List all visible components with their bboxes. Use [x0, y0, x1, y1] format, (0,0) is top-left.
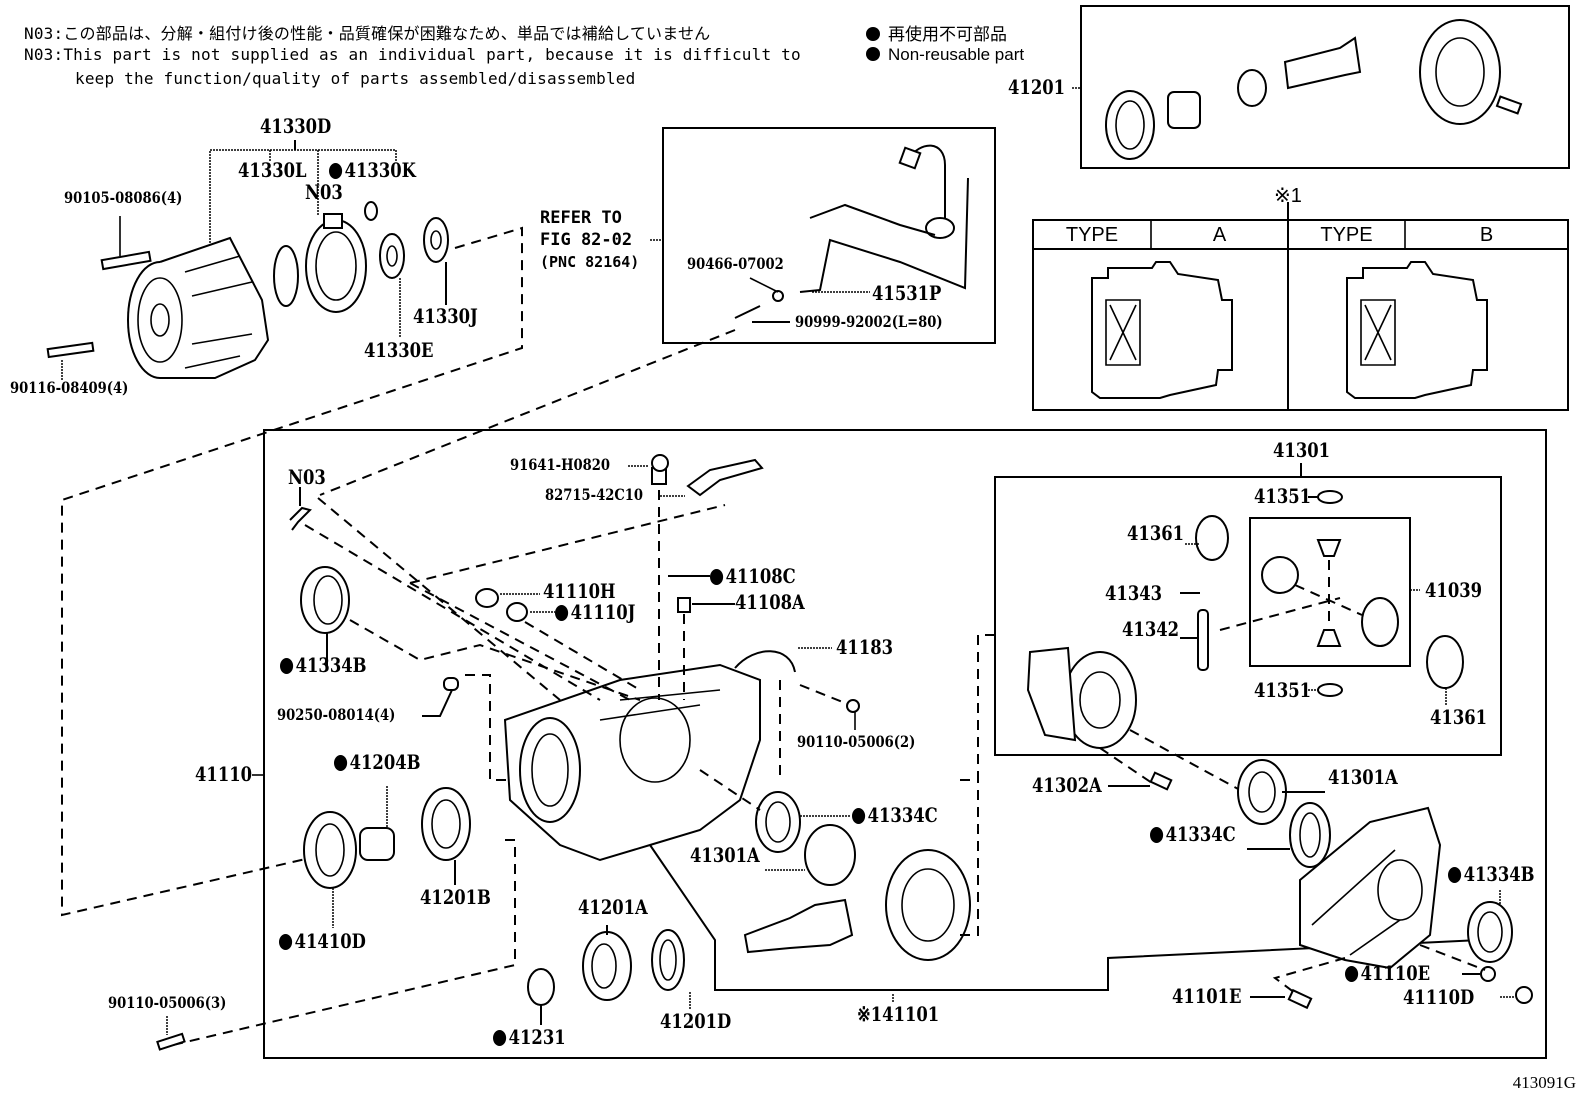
non-reusable-dot-icon — [334, 755, 348, 771]
type-b-header-label: TYPE — [1320, 224, 1373, 246]
extension-housing-drawing — [46, 201, 449, 379]
part-label-41343[interactable]: 41343 — [1105, 581, 1163, 605]
part-label-41110j[interactable]: 41110J — [555, 602, 635, 622]
differential-carrier-housing-drawing — [503, 663, 761, 862]
part-label-90999-92002[interactable]: 90999-92002(L=80) — [795, 312, 943, 331]
part-label-41531p[interactable]: 41531P — [872, 281, 942, 305]
part-label-41110e[interactable]: 41110E — [1345, 963, 1430, 983]
box-41201 — [1080, 5, 1570, 169]
part-label-41108a[interactable]: 41108A — [735, 590, 805, 614]
non-reusable-dot-icon — [329, 163, 343, 179]
type-table-frame — [1032, 219, 1569, 411]
part-label-n03-top[interactable]: N03 — [305, 180, 343, 204]
part-label-41201d[interactable]: 41201D — [660, 1009, 732, 1033]
legend-non-reusable-jp: 再使用不可部品 — [866, 20, 1007, 45]
part-label-41361-bottom[interactable]: 41361 — [1430, 705, 1488, 729]
refer-line1: REFER TO — [540, 208, 622, 228]
type-b-housing-drawing — [1346, 261, 1488, 399]
part-label-41302a[interactable]: 41302A — [1032, 773, 1102, 797]
refer-line3: (PNC 82164) — [540, 253, 640, 271]
part-label-41342[interactable]: 41342 — [1122, 617, 1180, 641]
part-label-41110d[interactable]: 41110D — [1403, 985, 1475, 1009]
type-b-value: B — [1479, 224, 1494, 246]
note-n03-english-line1: N03:This part is not supplied as an indi… — [24, 45, 801, 64]
part-label-41039[interactable]: 41039 — [1425, 578, 1483, 602]
part-label-41231[interactable]: 41231 — [493, 1027, 566, 1047]
part-label-41301[interactable]: 41301 — [1273, 438, 1331, 462]
part-label-41183[interactable]: 41183 — [836, 635, 894, 659]
part-label-91641-h0820[interactable]: 91641-H0820 — [510, 455, 611, 474]
part-label-41410d[interactable]: 41410D — [279, 931, 366, 951]
part-label-41201[interactable]: 41201 — [1008, 75, 1066, 99]
pinion-gears-drawing — [1261, 539, 1399, 647]
part-label-90110-05006-2[interactable]: 90110-05006(2) — [797, 732, 916, 751]
part-label-90110-05006-3[interactable]: 90110-05006(3) — [108, 993, 227, 1012]
box-41039 — [1249, 517, 1411, 667]
non-reusable-dot-icon — [555, 605, 569, 621]
part-label-41201a[interactable]: 41201A — [578, 895, 648, 919]
part-label-41301a-center[interactable]: 41301A — [690, 843, 760, 867]
oil-seal-41334b-left-drawing — [300, 566, 350, 634]
box-breather-hose — [662, 127, 996, 344]
type-table-marker: ※1 — [1274, 185, 1302, 207]
part-label-41108c[interactable]: 41108C — [710, 566, 796, 586]
type-a-header-label: TYPE — [1065, 224, 1119, 246]
part-label-41361-top[interactable]: 41361 — [1127, 521, 1185, 545]
part-label-41351-top[interactable]: 41351 — [1254, 484, 1312, 508]
non-reusable-dot-icon — [852, 808, 866, 824]
part-label-41201b[interactable]: 41201B — [420, 885, 491, 909]
non-reusable-dot-icon — [279, 934, 293, 950]
breather-hose-drawing — [734, 144, 969, 319]
part-label-90466-07002[interactable]: 90466-07002 — [687, 254, 784, 273]
part-label-41101[interactable]: ※141101 — [857, 1002, 940, 1026]
part-label-90116-08409[interactable]: 90116-08409(4) — [10, 378, 129, 397]
legend-non-reusable-en: Non-reusable part — [866, 45, 1024, 65]
non-reusable-dot-icon — [493, 1030, 507, 1046]
non-reusable-dot-icon — [1448, 867, 1462, 883]
non-reusable-dot-icon — [866, 47, 880, 61]
part-label-41330l[interactable]: 41330L — [238, 158, 307, 182]
box-41301 — [994, 476, 1502, 756]
ring-pinion-set-drawing — [1105, 19, 1523, 160]
cover-41183-drawing — [734, 650, 796, 673]
part-label-41330e[interactable]: 41330E — [364, 338, 434, 362]
part-label-41351-bottom[interactable]: 41351 — [1254, 678, 1312, 702]
main-assembly-frame — [263, 429, 1547, 1059]
part-label-n03-main[interactable]: N03 — [288, 465, 326, 489]
n03-pipe-drawing — [289, 506, 312, 531]
figure-id: 413091G — [1512, 1073, 1576, 1092]
legend-jp-text: 再使用不可部品 — [888, 25, 1007, 44]
non-reusable-dot-icon — [1345, 966, 1359, 982]
part-label-41334b-right[interactable]: 41334B — [1448, 864, 1534, 884]
legend-en-text: Non-reusable part — [888, 45, 1025, 64]
part-label-41330k[interactable]: 41330K — [329, 160, 416, 180]
non-reusable-dot-icon — [280, 658, 294, 674]
part-label-41110h[interactable]: 41110H — [543, 579, 616, 603]
part-label-41101e[interactable]: 41101E — [1172, 984, 1242, 1008]
non-reusable-dot-icon — [1150, 827, 1164, 843]
type-a-value: A — [1212, 224, 1227, 246]
part-label-82715-42c10[interactable]: 82715-42C10 — [545, 485, 644, 504]
part-label-41334c-right[interactable]: 41334C — [1150, 824, 1236, 844]
part-label-41330j[interactable]: 41330J — [413, 304, 478, 328]
non-reusable-dot-icon — [710, 569, 724, 585]
rear-cover-drawing — [1299, 806, 1442, 970]
part-label-41334b-left[interactable]: 41334B — [280, 655, 366, 675]
refer-line2: FIG 82-02 — [540, 230, 633, 250]
part-label-90105-08086[interactable]: 90105-08086(4) — [64, 188, 183, 207]
note-n03-japanese: N03:この部品は、分解・組付け後の性能・品質確保が困難なため、単品では補給して… — [24, 24, 711, 43]
part-label-41330d[interactable]: 41330D — [260, 114, 332, 138]
differential-case-drawing — [1026, 646, 1137, 749]
type-a-housing-drawing — [1091, 261, 1233, 399]
part-label-41334c-center[interactable]: 41334C — [852, 805, 938, 825]
part-label-41110[interactable]: 41110 — [195, 762, 253, 786]
non-reusable-dot-icon — [866, 27, 880, 41]
part-label-41301a-right[interactable]: 41301A — [1328, 765, 1398, 789]
part-label-41204b[interactable]: 41204B — [334, 752, 420, 772]
part-label-90250-08014[interactable]: 90250-08014(4) — [277, 705, 396, 724]
note-n03-english-line2: keep the function/quality of parts assem… — [75, 69, 636, 88]
